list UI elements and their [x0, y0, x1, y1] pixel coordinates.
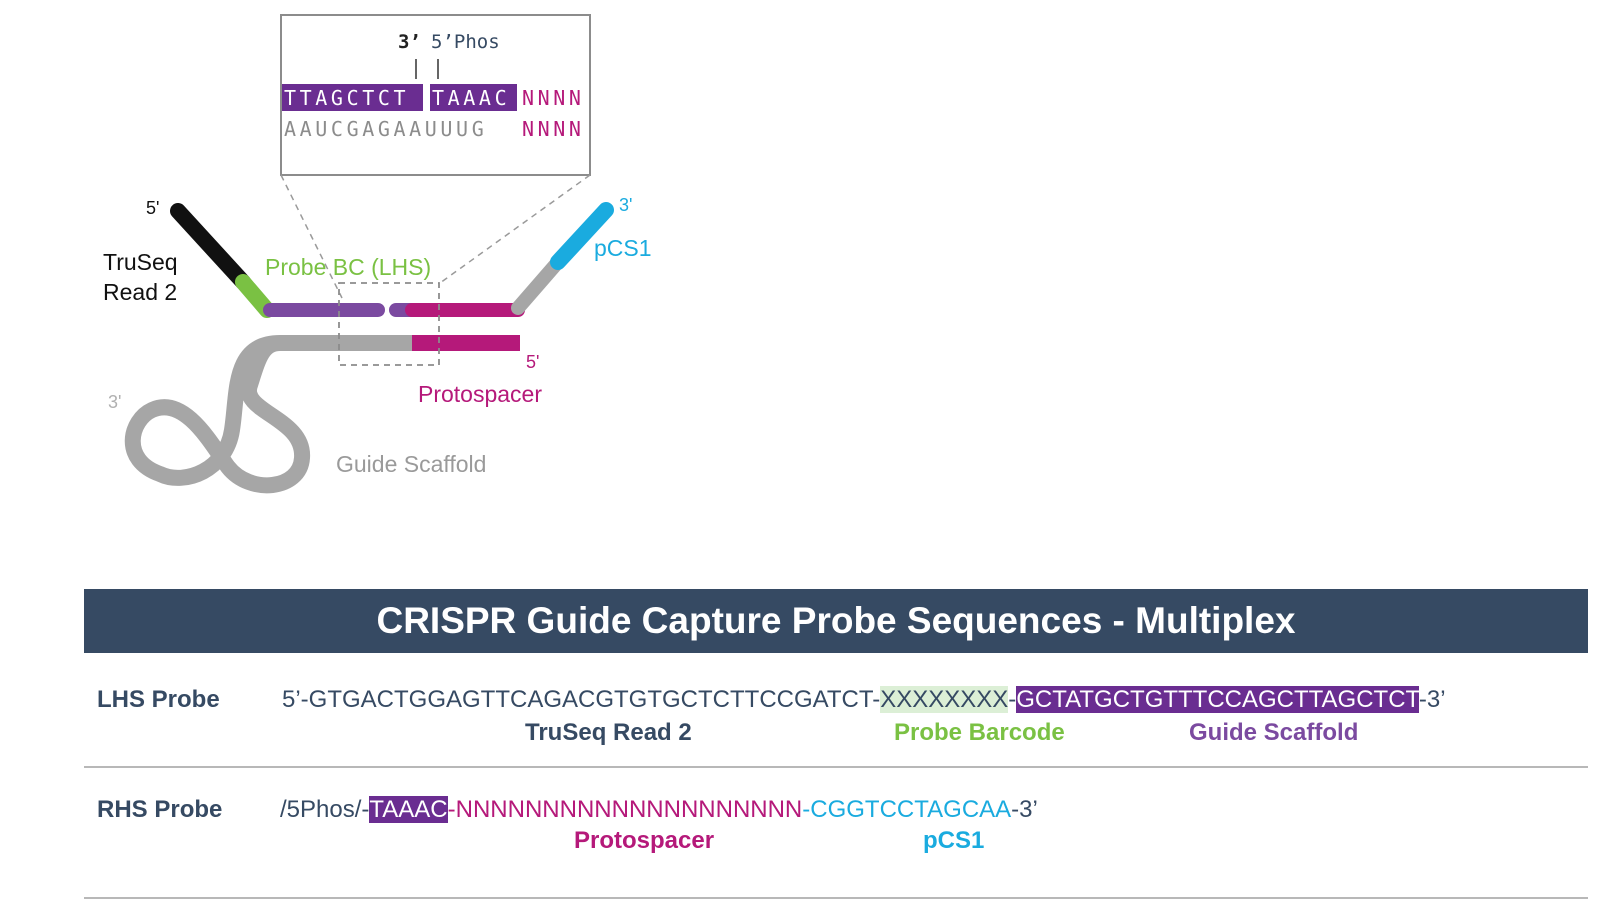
pcs1-3prime-label: 3' — [619, 195, 632, 215]
table-title: CRISPR Guide Capture Probe Sequences - M… — [376, 600, 1296, 641]
lhs-probe-sequence: 5’-GTGACTGGAGTTCAGACGTGTGCTCTTCCGATCT-XX… — [282, 686, 1446, 714]
rhs-pcs1-label: pCS1 — [923, 827, 985, 854]
rhs-probe-label: RHS Probe — [97, 796, 223, 823]
lhs-suffix: -3’ — [1418, 686, 1446, 713]
rhs-suffix: -3’ — [1011, 796, 1038, 823]
protospacer-5prime-label: 5' — [526, 352, 539, 372]
inset-top-n: NNNN — [522, 86, 585, 110]
truseq-5prime-label: 5' — [146, 198, 159, 218]
pcs1-strand — [550, 202, 614, 270]
truseq-label-line2: Read 2 — [103, 279, 177, 305]
zoom-line-right — [439, 174, 591, 284]
lhs-scaffold-seq: GCTATGCTGTTTCCAGCTTAGCTCT — [1016, 686, 1419, 713]
rhs-dash-1: - — [447, 796, 456, 823]
lhs-dash-2: - — [1008, 686, 1017, 713]
rhs-pcs1-seq: CGGTCCTAGCAA — [810, 796, 1012, 823]
row-divider — [84, 766, 1588, 768]
zoom-line-left — [280, 174, 343, 299]
pcs1-label: pCS1 — [594, 235, 652, 261]
guide-3prime-label: 3' — [108, 392, 121, 412]
guide-scaffold-strand — [124, 335, 423, 494]
rhs-n-seq: NNNNNNNNNNNNNNNNNNNN — [455, 796, 803, 823]
inset-top-left-seq: TTAGCTCT — [284, 86, 409, 110]
truseq-label-line1: TruSeq — [103, 249, 178, 275]
table-bottom-rule — [84, 897, 1588, 899]
lhs-truseq-seq: GTGACTGGAGTTCAGACGTGTGCTCTTCCGATCT — [308, 686, 873, 713]
rhs-taaac-seq: TAAAC — [369, 796, 448, 823]
rhs-gray-linker — [511, 255, 565, 315]
lhs-dash-1: - — [872, 686, 881, 713]
guide-scaffold-label: Guide Scaffold — [336, 451, 486, 477]
probe-bc-label: Probe BC (LHS) — [265, 254, 431, 280]
rhs-dash-2: - — [802, 796, 811, 823]
lhs-barcode-seq: XXXXXXXX — [880, 686, 1009, 713]
rhs-protospacer-label: Protospacer — [574, 827, 715, 854]
rhs-prefix: /5Phos/- — [280, 796, 370, 823]
lhs-truseq-label: TruSeq Read 2 — [525, 719, 692, 746]
lhs-prefix: 5’- — [282, 686, 309, 713]
inset-bottom-n: NNNN — [522, 117, 585, 141]
lhs-scaffold-label: Guide Scaffold — [1189, 719, 1359, 746]
inset-5phos-label: 5’Phos — [431, 31, 500, 53]
table-header-banner: CRISPR Guide Capture Probe Sequences - M… — [84, 589, 1588, 653]
lhs-probe-label: LHS Probe — [97, 686, 220, 713]
inset-top-right-highlight — [430, 84, 517, 111]
probe-schematic: 3’ 5’Phos TTAGCTCT TAAAC NNNN AAUCGAGAAU… — [103, 14, 652, 494]
rhs-probe-sequence: /5Phos/-TAAAC-NNNNNNNNNNNNNNNNNNNN-CGGTC… — [280, 796, 1038, 824]
ligation-junction-box — [338, 282, 440, 366]
protospacer-label: Protospacer — [418, 381, 542, 407]
inset-top-left-highlight — [282, 84, 423, 111]
barcode-strand — [235, 274, 275, 318]
inset-bottom-seq: AAUCGAGAAUUUG — [284, 117, 487, 141]
inset-3prime-label: 3’ — [398, 31, 421, 53]
inset-top-right-seq: TAAAC — [432, 86, 510, 110]
truseq-strand — [170, 203, 251, 290]
lhs-barcode-label: Probe Barcode — [894, 719, 1065, 746]
